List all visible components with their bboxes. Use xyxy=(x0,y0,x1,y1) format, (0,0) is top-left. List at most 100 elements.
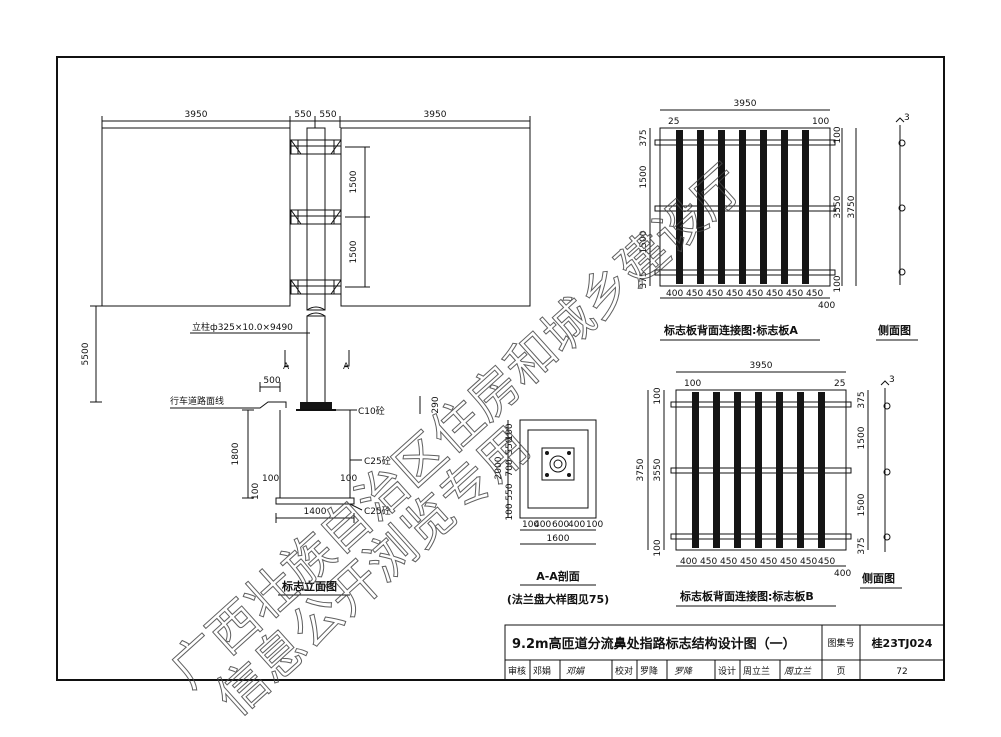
flange-ring xyxy=(549,455,567,473)
board-a-dim-1500a: 1500 xyxy=(639,165,649,188)
board-a-dim-3750: 3750 xyxy=(847,195,857,218)
board-b-dim-1500a: 1500 xyxy=(857,426,867,449)
board-a-dim-1500b: 1500 xyxy=(639,230,649,253)
board-b-bdim-8: 400 xyxy=(834,569,851,579)
dim-bracket-lower: 1500 xyxy=(349,240,359,263)
board-a: 3950 25 100 375 1500 1500 375 100 3550 3… xyxy=(639,99,918,341)
elevation-caption: 标志立面图 xyxy=(281,579,337,593)
section-dim-100a: 100 xyxy=(505,423,515,440)
foundation-pad xyxy=(275,497,355,505)
bracket-top xyxy=(290,139,342,155)
dim-left-width: 3950 xyxy=(185,110,208,120)
board-a-dim-3550: 3550 xyxy=(833,195,843,218)
review-signature: 邓娟 xyxy=(566,666,585,677)
section-hdim-600: 600 xyxy=(552,520,569,530)
flange-plate xyxy=(541,447,575,481)
section-aa: 2000 100 550 700 550 100 100 400 600 400… xyxy=(494,419,609,606)
board-b-bdim-5: 450 xyxy=(780,557,797,567)
board-a-dim-375a: 375 xyxy=(639,129,649,146)
board-b-dim-25: 25 xyxy=(834,379,845,389)
section-hdim-100b: 100 xyxy=(586,520,603,530)
board-b-dim-100b: 100 xyxy=(653,539,663,556)
section-dim-700: 700 xyxy=(505,459,515,476)
check-signature: 罗降 xyxy=(674,666,693,677)
concrete-c25-label-b: C25砼 xyxy=(364,505,391,517)
board-a-side-caption: 侧面图 xyxy=(878,323,911,337)
board-b-bdim-6: 450 xyxy=(800,557,817,567)
board-b-dim-1500b: 1500 xyxy=(857,493,867,516)
dim-100-c: 100 xyxy=(251,483,261,500)
board-b-bdim-1: 450 xyxy=(700,557,717,567)
board-a-bdim-8: 400 xyxy=(818,301,835,311)
design-label: 设计 xyxy=(718,665,736,677)
dim-right-width: 3950 xyxy=(424,110,447,120)
title-block: 9.2m高匝道分流鼻处指路标志结构设计图（一） 图集号 桂23TJ024 审核 … xyxy=(504,624,945,681)
board-b-bdim-2: 450 xyxy=(720,557,737,567)
board-a-bdim-1: 450 xyxy=(686,289,703,299)
bracket-bottom xyxy=(290,279,342,295)
board-a-bdim-3: 450 xyxy=(726,289,743,299)
dim-depth-1800: 1800 xyxy=(231,442,241,465)
design-signature: 周立兰 xyxy=(784,666,812,677)
dim-100-b: 100 xyxy=(340,474,357,484)
board-b: 3950 100 25 3750 3550 100 100 375 1500 1… xyxy=(636,361,902,607)
board-b-side-3: 3 xyxy=(889,375,895,385)
design-name: 周立兰 xyxy=(743,665,770,677)
board-a-outline xyxy=(659,127,831,287)
concrete-c25-label-a: C25砼 xyxy=(364,455,391,467)
column-spec-label: 立柱ф325×10.0×9490 xyxy=(192,321,293,333)
board-b-bdim-0: 400 xyxy=(680,557,697,567)
board-b-dim-375b: 375 xyxy=(857,537,867,554)
column-upper xyxy=(306,127,326,311)
concrete-c10-label: C10砼 xyxy=(358,405,385,417)
base-plate xyxy=(300,402,332,410)
check-label: 校对 xyxy=(615,665,633,677)
board-b-dim-375a: 375 xyxy=(857,391,867,408)
board-b-caption: 标志板背面连接图:标志板B xyxy=(679,589,814,603)
section-arrow-left xyxy=(284,350,289,367)
board-a-bdim-5: 450 xyxy=(766,289,783,299)
board-b-side-caption: 侧面图 xyxy=(862,571,895,585)
board-a-bdim-0: 400 xyxy=(666,289,683,299)
bracket-mid xyxy=(290,209,342,225)
dim-bracket-upper: 1500 xyxy=(349,170,359,193)
board-b-bdim-4: 450 xyxy=(760,557,777,567)
dim-290: 290 xyxy=(431,396,441,413)
board-a-side-3: 3 xyxy=(904,113,910,123)
dim-gap-2: 550 xyxy=(319,110,336,120)
drawing-title: 9.2m高匝道分流鼻处指路标志结构设计图（一） xyxy=(512,636,796,652)
board-b-stiffeners xyxy=(692,392,825,548)
board-a-bdim-4: 450 xyxy=(746,289,763,299)
board-b-dim-3950: 3950 xyxy=(750,361,773,371)
board-b-outline xyxy=(675,389,847,551)
board-a-dim-25: 25 xyxy=(668,117,679,127)
board-b-dim-100a: 100 xyxy=(653,387,663,404)
road-surface-line xyxy=(170,401,287,409)
section-hdim-400a: 400 xyxy=(534,520,551,530)
board-a-dim-100b: 100 xyxy=(833,275,843,292)
atlas-number: 桂23TJ024 xyxy=(871,636,933,650)
dim-100-a: 100 xyxy=(262,474,279,484)
dim-clearance-height: 5500 xyxy=(81,342,91,365)
section-caption: A-A剖面 xyxy=(536,569,580,583)
board-a-dim-375b: 375 xyxy=(639,271,649,288)
board-a-dim-100: 100 xyxy=(812,117,829,127)
board-a-bdim-2: 450 xyxy=(706,289,723,299)
board-a-caption: 标志板背面连接图:标志板A xyxy=(663,323,798,337)
road-surface-label: 行车道路面线 xyxy=(170,395,224,407)
page-label: 页 xyxy=(836,666,845,677)
board-b-bdim-3: 450 xyxy=(740,557,757,567)
watermark-line-1: 广西壮族自治区住房和城乡建设厅 xyxy=(159,154,755,699)
page-number: 72 xyxy=(896,667,907,677)
dim-width-1400: 1400 xyxy=(304,507,327,517)
foundation xyxy=(279,410,351,499)
section-note: (法兰盘大样图见75) xyxy=(507,592,609,606)
section-dim-550b: 550 xyxy=(505,483,515,500)
section-dim-1600: 1600 xyxy=(547,534,570,544)
section-inner xyxy=(527,429,589,509)
dim-gap-1: 550 xyxy=(294,110,311,120)
check-name: 罗降 xyxy=(640,665,658,677)
elevation-view: 3950 550 550 3950 1500 xyxy=(81,110,531,596)
board-a-dim-100a: 100 xyxy=(833,126,843,143)
